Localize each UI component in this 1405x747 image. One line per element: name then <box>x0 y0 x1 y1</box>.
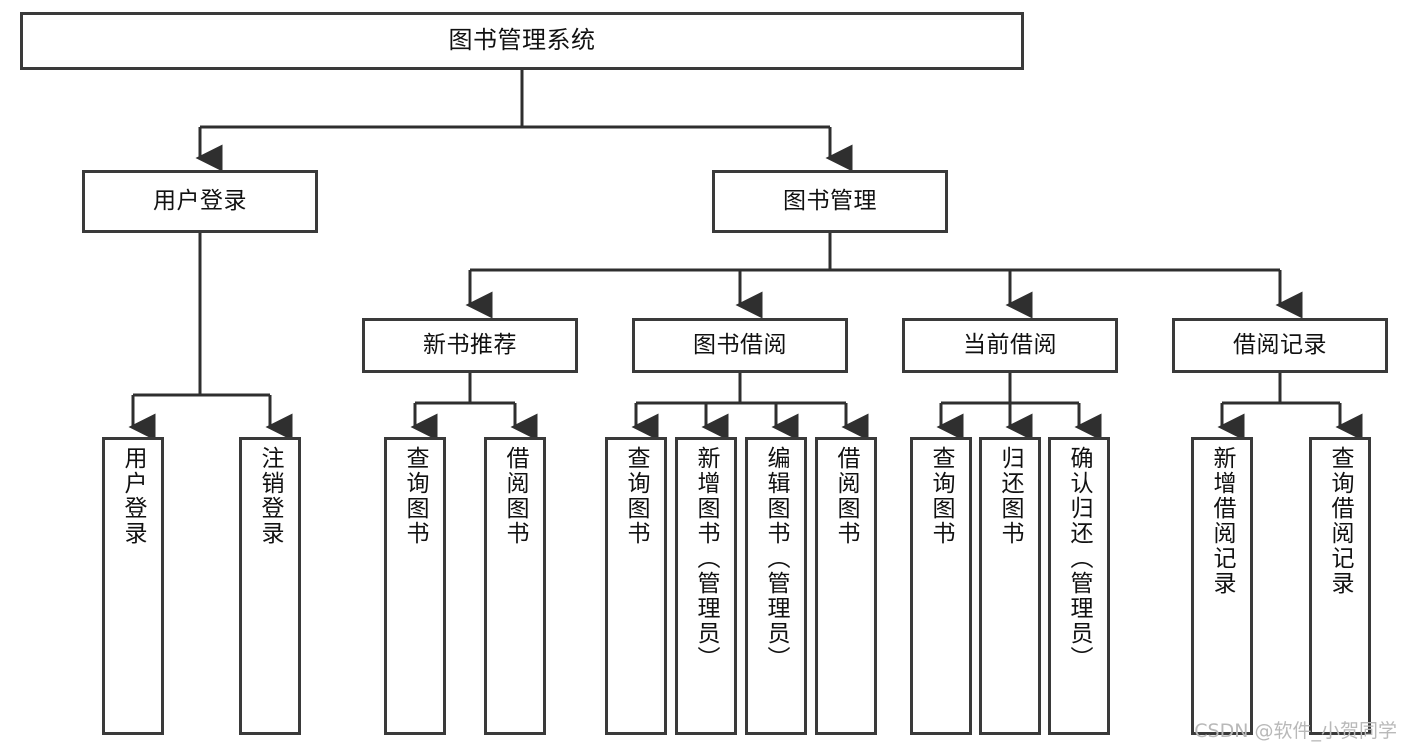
node-label: 查询图书 <box>928 446 955 546</box>
node-book-borrow[interactable]: 图书借阅 <box>632 318 848 373</box>
node-root-system[interactable]: 图书管理系统 <box>20 12 1024 70</box>
node-label: 图书管理 <box>783 188 877 215</box>
node-new-book-recommend[interactable]: 新书推荐 <box>362 318 578 373</box>
leaf-user-login-logout[interactable]: 注销登录 <box>239 437 301 735</box>
leaf-record-add-record[interactable]: 新增借阅记录 <box>1191 437 1253 735</box>
leaf-current-return-book[interactable]: 归还图书 <box>979 437 1041 735</box>
leaf-borrow-add-book-admin[interactable]: 新增图书（管理员） <box>675 437 737 735</box>
leaf-record-query-record[interactable]: 查询借阅记录 <box>1309 437 1371 735</box>
leaf-recommend-query-book[interactable]: 查询图书 <box>384 437 446 735</box>
node-book-management[interactable]: 图书管理 <box>712 170 948 233</box>
node-label: 新书推荐 <box>423 332 517 359</box>
node-label: 查询图书 <box>623 446 650 546</box>
node-label: 用户登录 <box>153 188 247 215</box>
node-current-borrow[interactable]: 当前借阅 <box>902 318 1118 373</box>
node-label: 新增图书（管理员） <box>693 446 720 671</box>
leaf-user-login-login[interactable]: 用户登录 <box>102 437 164 735</box>
node-label: 图书管理系统 <box>448 26 596 55</box>
leaf-borrow-edit-book-admin[interactable]: 编辑图书（管理员） <box>745 437 807 735</box>
leaf-current-confirm-return-admin[interactable]: 确认归还（管理员） <box>1048 437 1110 735</box>
node-label: 查询借阅记录 <box>1327 446 1354 596</box>
leaf-borrow-borrow-book[interactable]: 借阅图书 <box>815 437 877 735</box>
node-label: 借阅图书 <box>502 446 529 546</box>
node-label: 用户登录 <box>120 446 147 546</box>
leaf-recommend-borrow-book[interactable]: 借阅图书 <box>484 437 546 735</box>
node-label: 确认归还（管理员） <box>1066 446 1093 671</box>
leaf-borrow-query-book[interactable]: 查询图书 <box>605 437 667 735</box>
node-user-login[interactable]: 用户登录 <box>82 170 318 233</box>
node-label: 查询图书 <box>402 446 429 546</box>
node-borrow-record[interactable]: 借阅记录 <box>1172 318 1388 373</box>
node-label: 新增借阅记录 <box>1209 446 1236 596</box>
node-label: 编辑图书（管理员） <box>763 446 790 671</box>
node-label: 图书借阅 <box>693 332 787 359</box>
watermark-text: CSDN @软件_小贺同学 <box>1194 720 1397 742</box>
node-label: 借阅记录 <box>1233 332 1327 359</box>
node-label: 当前借阅 <box>963 332 1057 359</box>
node-label: 注销登录 <box>257 446 284 546</box>
node-label: 归还图书 <box>997 446 1024 546</box>
node-label: 借阅图书 <box>833 446 860 546</box>
leaf-current-query-book[interactable]: 查询图书 <box>910 437 972 735</box>
